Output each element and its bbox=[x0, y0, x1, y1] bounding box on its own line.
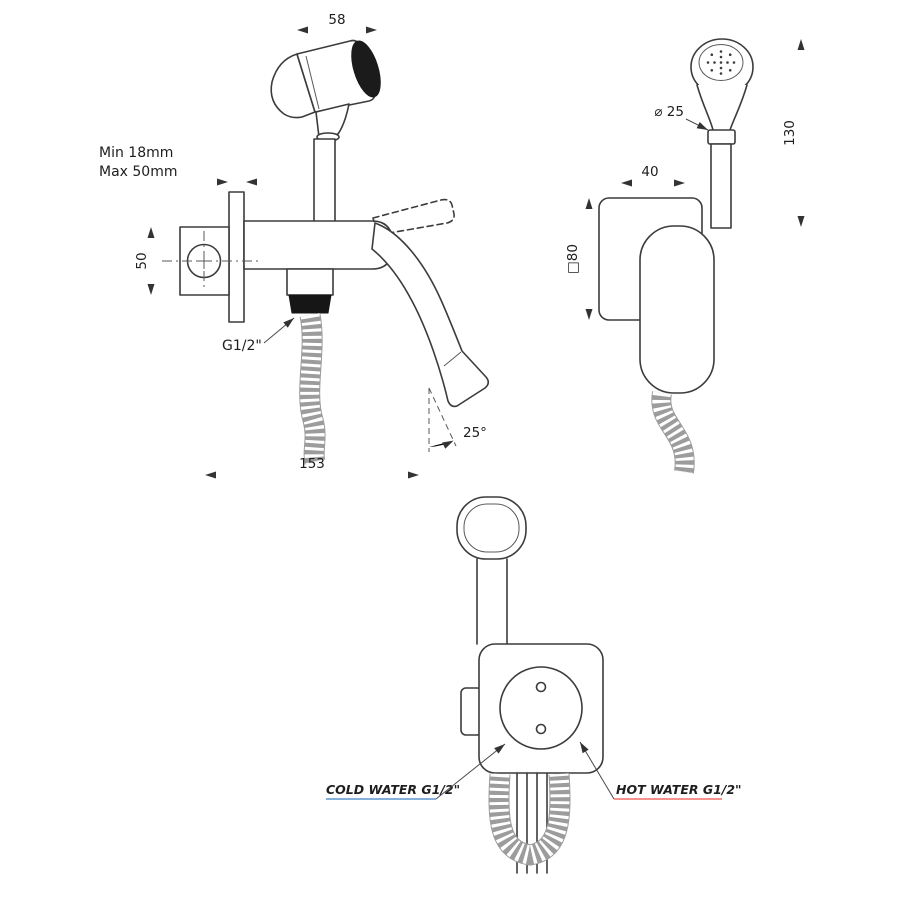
label-thread: G1/2" bbox=[222, 317, 295, 354]
dim-head-diameter: ⌀ 25 bbox=[654, 104, 709, 131]
note-min-label: Min 18mm bbox=[99, 145, 173, 161]
bottom-view: COLD WATER G1/2" HOT WATER G1/2" bbox=[326, 496, 742, 874]
dim-lever-angle: 25° bbox=[428, 387, 487, 452]
dim-body-depth: 40 bbox=[621, 164, 685, 187]
thread-leader bbox=[263, 317, 295, 344]
handle-cap-inner bbox=[463, 503, 520, 553]
label-cold-water: COLD WATER G1/2" bbox=[326, 743, 506, 800]
sprayer-head-front bbox=[270, 39, 381, 224]
head-neck bbox=[315, 103, 350, 138]
hot-leader bbox=[579, 741, 615, 800]
port-hole-bottom bbox=[535, 723, 547, 735]
side-view: ⌀ 25 130 40 □80 bbox=[565, 38, 805, 474]
outlet-housing bbox=[286, 268, 334, 296]
dim-valve-height-label: 50 bbox=[134, 252, 150, 269]
dim-total-width: 153 bbox=[205, 456, 419, 479]
trigger-lever bbox=[270, 53, 316, 119]
shower-hose-side bbox=[651, 391, 695, 474]
valve-face-circle bbox=[499, 666, 583, 750]
wall-plate-front bbox=[228, 191, 245, 323]
shower-hose-front bbox=[299, 312, 326, 465]
hose-nut bbox=[288, 294, 332, 314]
neck-collar-side bbox=[707, 129, 736, 145]
riser-pipe-side bbox=[710, 143, 732, 229]
spray-face bbox=[351, 40, 381, 98]
dim-box-size-label: □80 bbox=[565, 244, 581, 274]
lever-alt-position bbox=[372, 198, 455, 236]
handle-cap bbox=[456, 496, 527, 560]
spray-nozzle-dots bbox=[706, 50, 736, 75]
angle-arc bbox=[429, 440, 454, 449]
dim-box-size: □80 bbox=[565, 198, 593, 320]
dim-head-width: 58 bbox=[297, 12, 377, 34]
port-hole-top bbox=[535, 681, 547, 693]
thread-label: G1/2" bbox=[222, 338, 262, 354]
spray-face-ring bbox=[698, 44, 744, 81]
front-view: 58 Min 18mm Max 50mm bbox=[99, 12, 490, 479]
dim-head-height: 130 bbox=[782, 39, 805, 227]
lever-handle-front bbox=[371, 198, 490, 408]
dim-head-diameter-label: ⌀ 25 bbox=[654, 104, 684, 120]
lever-paddle-joint bbox=[443, 351, 462, 367]
handle-bottom bbox=[456, 496, 527, 645]
note-max-label: Max 50mm bbox=[99, 164, 177, 180]
dim-head-width-label: 58 bbox=[328, 12, 345, 28]
riser-pipe bbox=[313, 138, 336, 224]
sprayer-head-side bbox=[690, 38, 754, 229]
hot-water-label: HOT WATER G1/2" bbox=[616, 782, 742, 797]
mixer-body-front bbox=[228, 191, 394, 323]
dim-total-width-label: 153 bbox=[299, 456, 325, 472]
dim-valve-height: 50 bbox=[134, 227, 155, 295]
body-block bbox=[243, 220, 394, 270]
shower-hose-bottom bbox=[488, 773, 571, 866]
inlet-valve-front bbox=[162, 226, 260, 296]
lever-arm bbox=[371, 222, 490, 408]
angle-label: 25° bbox=[463, 425, 487, 441]
handle-side bbox=[639, 225, 715, 394]
wall-plate-bottom bbox=[460, 643, 604, 774]
dim-body-depth-label: 40 bbox=[641, 164, 658, 180]
head-detail-line bbox=[305, 55, 320, 110]
label-hot-water: HOT WATER G1/2" bbox=[579, 741, 742, 800]
cold-leader bbox=[435, 743, 506, 800]
cold-water-label: COLD WATER G1/2" bbox=[326, 782, 460, 797]
note-wall-depth: Min 18mm Max 50mm bbox=[99, 145, 257, 186]
dim-head-height-label: 130 bbox=[782, 120, 798, 146]
